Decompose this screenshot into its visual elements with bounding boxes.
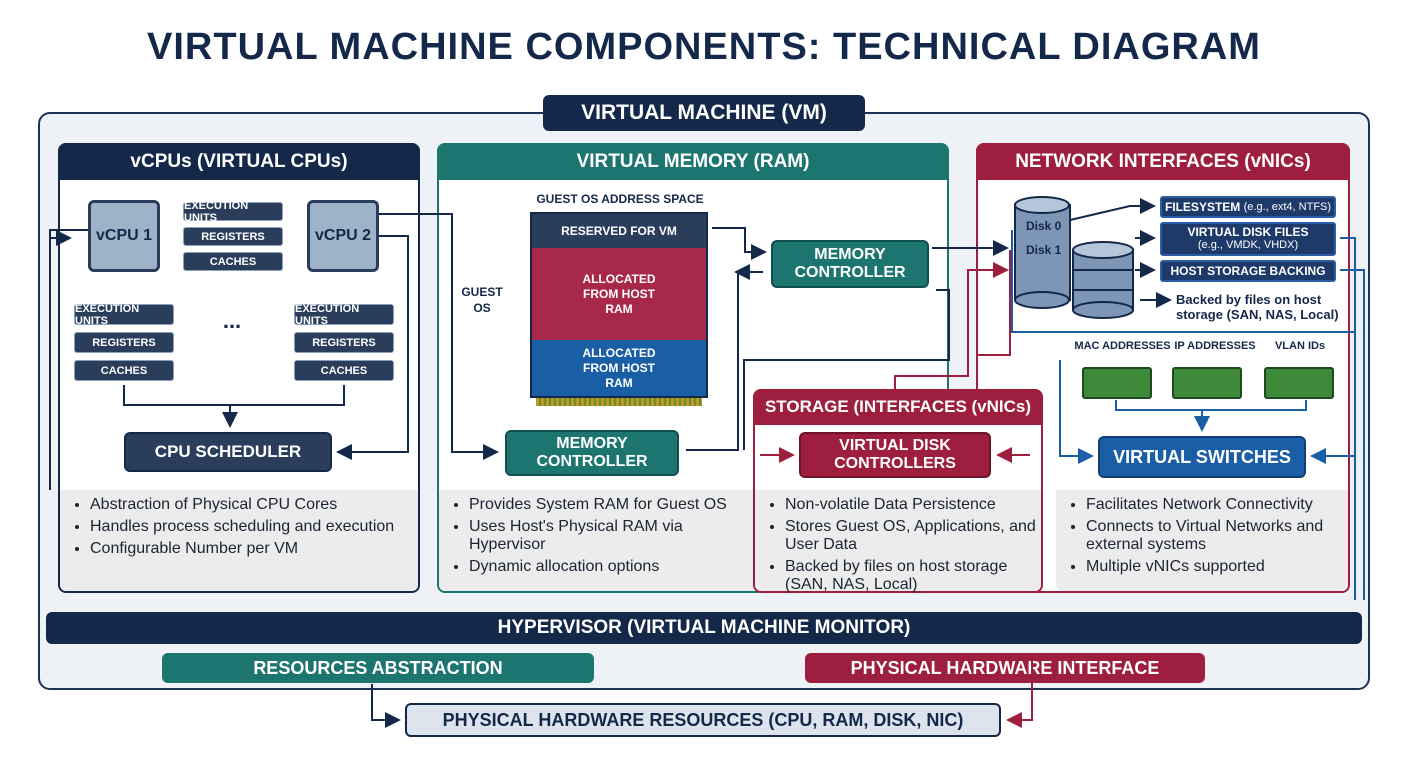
mac-addresses-label: MAC ADDRESSES	[1074, 340, 1171, 352]
disk-1-label: Disk 1	[1026, 243, 1062, 257]
middle-execution-units: EXECUTION UNITS	[183, 200, 283, 224]
virtual-disk-files-box: VIRTUAL DISK FILES(e.g., VMDK, VHDX)	[1160, 222, 1336, 256]
guest-os-label: GUEST OS	[461, 285, 503, 315]
vcpu-bullet-3: Configurable Number per VM	[90, 540, 418, 558]
disk-0-label: Disk 0	[1026, 219, 1062, 233]
vdisk-files-note: (e.g., VMDK, VHDX)	[1197, 239, 1299, 251]
physical-hardware-resources: PHYSICAL HARDWARE RESOURCES (CPU, RAM, D…	[405, 703, 1001, 737]
storage-panel-header: STORAGE (INTERFACES (vNICs)	[753, 389, 1043, 425]
host-storage-backing: HOST STORAGE BACKING	[1160, 260, 1336, 282]
vcpu-1-chip: vCPU 1	[88, 200, 160, 272]
diagram-title: VIRTUAL MACHINE COMPONENTS: TECHNICAL DI…	[147, 26, 1261, 68]
allocated-segment-1: ALLOCATED FROM HOST RAM	[532, 248, 706, 340]
network-bullet-2: Connects to Virtual Networks and externa…	[1086, 518, 1348, 554]
vcpu-bullet-1: Abstraction of Physical CPU Cores	[90, 496, 418, 514]
ram-pins	[536, 398, 702, 406]
nic-card-icon-3	[1264, 367, 1334, 399]
vcpu-description: Abstraction of Physical CPU Cores Handle…	[60, 490, 418, 591]
network-bullet-3: Multiple vNICs supported	[1086, 558, 1348, 576]
right-registers: REGISTERS	[294, 332, 394, 353]
vcpu-1-label: vCPU 1	[95, 227, 153, 244]
storage-bullet-2: Stores Guest OS, Applications, and User …	[785, 518, 1041, 554]
vm-label: VIRTUAL MACHINE (VM)	[543, 95, 865, 131]
hypervisor-bar: HYPERVISOR (VIRTUAL MACHINE MONITOR)	[46, 612, 1362, 644]
memory-controller-bottom: MEMORY CONTROLLER	[505, 430, 679, 476]
filesystem-box: FILESYSTEM (e.g., ext4, NTFS)	[1160, 196, 1336, 218]
filesystem-label: FILESYSTEM	[1164, 200, 1241, 214]
vcpu-2-label: vCPU 2	[314, 227, 372, 244]
vcpu-2-chip: vCPU 2	[307, 200, 379, 272]
ellipsis: ...	[222, 308, 242, 333]
virtual-disk-controllers: VIRTUAL DISK CONTROLLERS	[799, 432, 991, 478]
memory-bullet-2: Uses Host's Physical RAM via Hypervisor	[469, 518, 753, 554]
right-caches: CACHES	[294, 360, 394, 381]
memory-bullet-3: Dynamic allocation options	[469, 558, 753, 576]
ip-addresses-label: IP ADDRESSES	[1174, 340, 1256, 352]
address-space-label: GUEST OS ADDRESS SPACE	[536, 192, 704, 206]
storage-bullet-1: Non-volatile Data Persistence	[785, 496, 1041, 514]
left-caches: CACHES	[74, 360, 174, 381]
memory-description: Provides System RAM for Guest OS Uses Ho…	[439, 490, 753, 591]
left-registers: REGISTERS	[74, 332, 174, 353]
network-panel-header: NETWORK INTERFACES (vNICs)	[976, 143, 1350, 180]
left-execution-units: EXECUTION UNITS	[74, 303, 174, 327]
storage-description: Non-volatile Data Persistence Stores Gue…	[755, 490, 1041, 594]
memory-bullet-1: Provides System RAM for Guest OS	[469, 496, 753, 514]
middle-caches: CACHES	[183, 252, 283, 271]
memory-panel-header: VIRTUAL MEMORY (RAM)	[437, 143, 949, 180]
vcpu-bullet-2: Handles process scheduling and execution	[90, 518, 418, 536]
middle-registers: REGISTERS	[183, 227, 283, 246]
vdisk-files-label: VIRTUAL DISK FILES	[1187, 225, 1309, 239]
backed-by-note: Backed by files on host storage (SAN, NA…	[1176, 292, 1339, 322]
cpu-scheduler: CPU SCHEDULER	[124, 432, 332, 472]
nic-card-icon-2	[1172, 367, 1242, 399]
storage-bullet-3: Backed by files on host storage (SAN, NA…	[785, 558, 1041, 594]
vcpu-panel-header: vCPUs (VIRTUAL CPUs)	[58, 143, 420, 180]
vlan-ids-label: VLAN IDs	[1274, 340, 1326, 352]
nic-card-icon-1	[1082, 367, 1152, 399]
network-bullet-1: Facilitates Network Connectivity	[1086, 496, 1348, 514]
allocated-segment-2: ALLOCATED FROM HOST RAM	[532, 340, 706, 396]
reserved-segment: RESERVED FOR VM	[532, 214, 706, 248]
resources-abstraction: RESOURCES ABSTRACTION	[162, 653, 594, 683]
right-execution-units: EXECUTION UNITS	[294, 303, 394, 327]
network-description: Facilitates Network Connectivity Connect…	[1056, 490, 1348, 591]
filesystem-note: (e.g., ext4, NTFS)	[1243, 201, 1332, 213]
virtual-switches: VIRTUAL SWITCHES	[1098, 436, 1306, 478]
physical-hardware-interface: PHYSICAL HARDWARE INTERFACE	[805, 653, 1205, 683]
memory-controller-top: MEMORY CONTROLLER	[771, 240, 929, 288]
